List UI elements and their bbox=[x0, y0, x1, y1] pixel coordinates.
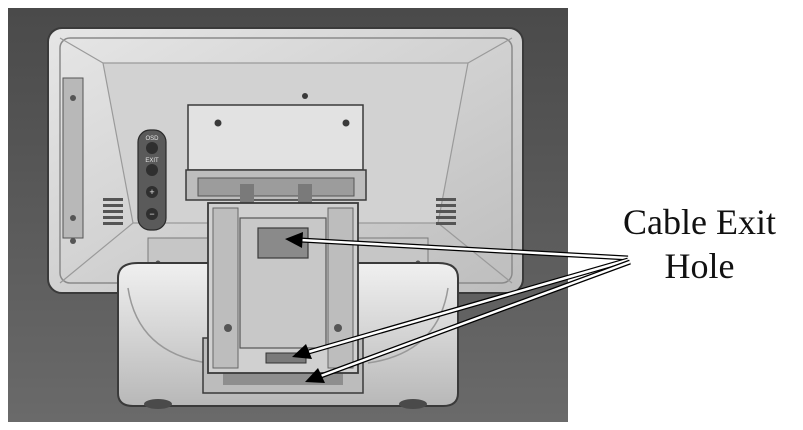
button-label-plus: + bbox=[149, 187, 154, 197]
control-button-panel: OSD EXIT + − bbox=[137, 129, 167, 231]
cable-exit-hole-lower bbox=[265, 352, 307, 364]
button-label-exit: EXIT bbox=[145, 158, 159, 164]
callout-label: Cable Exit Hole bbox=[596, 200, 803, 288]
mount-plate bbox=[187, 104, 364, 171]
stand-hinge bbox=[185, 169, 367, 210]
button-label-osd: OSD bbox=[145, 136, 159, 142]
stand-column bbox=[207, 202, 359, 374]
button-label-minus: − bbox=[149, 209, 154, 219]
monitor-back-rendering: OSD EXIT + − bbox=[8, 8, 568, 422]
callout-line-2: Hole bbox=[664, 246, 735, 286]
cable-exit-hole-upper bbox=[257, 227, 309, 259]
callout-line-1: Cable Exit bbox=[623, 202, 776, 242]
